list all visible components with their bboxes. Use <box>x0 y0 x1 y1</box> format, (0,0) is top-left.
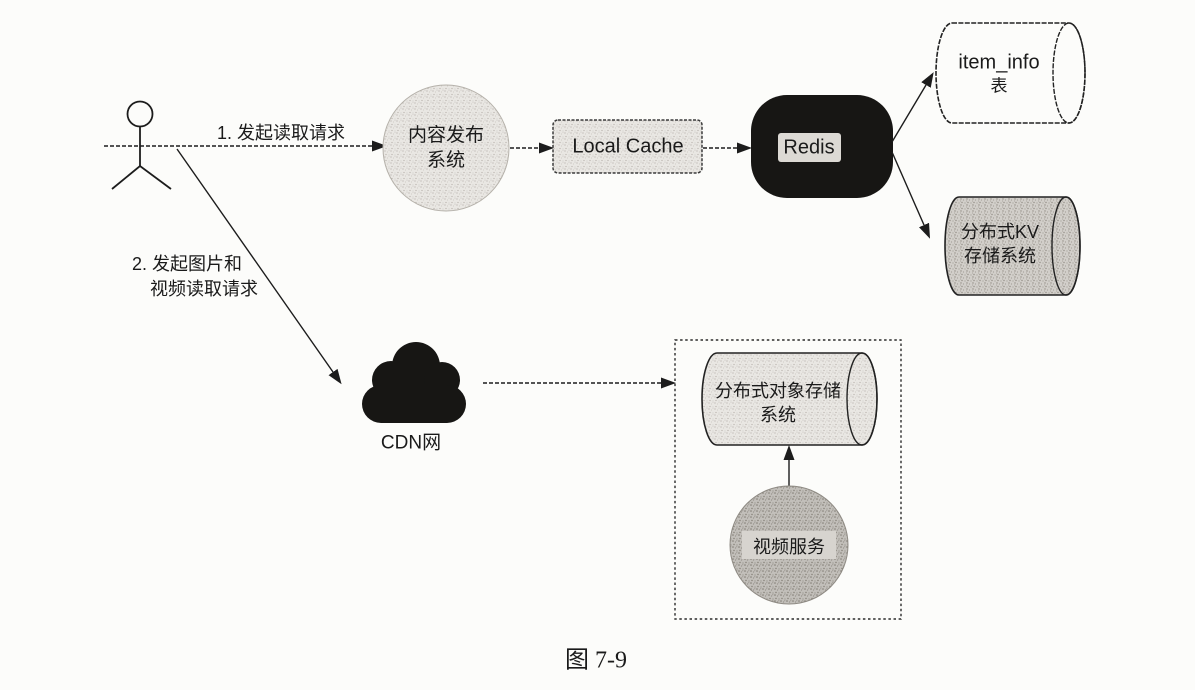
request2-label: 2. 发起图片和 视频读取请求 <box>132 252 258 302</box>
redis-node <box>751 95 893 198</box>
object-store-label-line1: 分布式对象存储 <box>715 381 841 401</box>
request2-label-line1: 2. 发起图片和 <box>132 254 243 274</box>
content-publish-node <box>382 84 510 212</box>
item-info-label-line2: 表 <box>990 76 1008 96</box>
content-publish-label: 内容发布 系统 <box>408 123 484 173</box>
item-info-node <box>935 22 1086 124</box>
video-service-node <box>729 485 849 605</box>
content-publish-label-line1: 内容发布 <box>407 125 485 146</box>
edge-redis-to-kv-arrow <box>891 151 931 239</box>
request2-label-line2: 视频读取请求 <box>150 279 258 299</box>
content-publish-label-line2: 系统 <box>426 150 466 171</box>
figure-caption: 图 7-9 <box>565 647 627 674</box>
edge-redis-to-iteminfo-arrow <box>891 72 934 143</box>
kv-store-label-line2: 存储系统 <box>963 246 1036 266</box>
local-cache-node <box>552 119 703 174</box>
object-store-node <box>701 352 878 446</box>
cdn-label: CDN网 <box>380 432 442 454</box>
request1-label: 1. 发起读取请求 <box>216 123 346 143</box>
kv-store-label: 分布式KV 存储系统 <box>961 220 1039 268</box>
edge-request2-arrow <box>176 148 342 385</box>
item-info-label: item_info 表 <box>958 51 1039 98</box>
object-store-label: 分布式对象存储 系统 <box>715 379 841 427</box>
redis-label: Redis <box>783 136 835 159</box>
video-service-label: 视频服务 <box>753 537 825 557</box>
item-info-label-line1: item_info <box>958 51 1040 74</box>
kv-store-node <box>944 196 1081 296</box>
local-cache-label: Local Cache <box>572 135 684 158</box>
object-store-label-line2: 系统 <box>760 405 796 425</box>
storage-boundary-box <box>674 339 902 620</box>
kv-store-label-line1: 分布式KV <box>960 222 1040 242</box>
user-actor-icon <box>111 100 172 190</box>
cdn-cloud-icon <box>362 342 466 423</box>
